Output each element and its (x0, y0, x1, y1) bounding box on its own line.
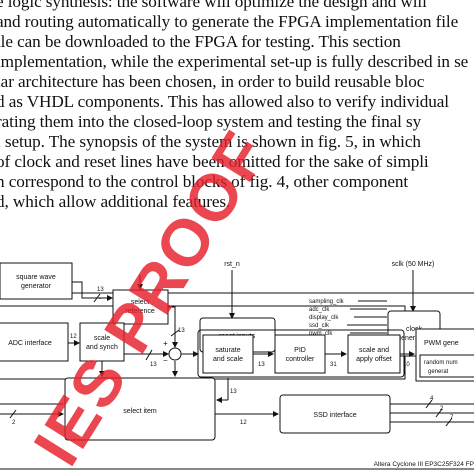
bus-width: 31 (330, 362, 337, 368)
pwm-label: PWM gene (424, 340, 459, 347)
scale-offset-label: apply offset (356, 356, 392, 363)
saturate-label: saturate (215, 347, 240, 354)
wire (168, 306, 178, 348)
bus-slash (145, 349, 153, 361)
scale-synch-label: scale (94, 335, 110, 342)
bus-slash (435, 408, 443, 418)
scale-synch-label: and synch (86, 344, 118, 351)
clock-generators-label: clock (406, 326, 422, 333)
ssd-interface-label: SSD interface (313, 412, 356, 419)
paragraph-line: of clock and reset lines have been omitt… (0, 152, 429, 171)
bus-width: 4 (430, 396, 434, 402)
bus-slash (170, 329, 180, 337)
saturate-and-scale-block (202, 334, 254, 374)
scale-offset-block (347, 334, 401, 374)
pid-label: controller (286, 356, 315, 363)
square-wave-label: square wave (16, 274, 56, 281)
bus-slash (9, 409, 17, 419)
rst-n-label: rst_n (224, 261, 240, 268)
signal-label: display_clk (309, 315, 339, 321)
bus-width: 13 (178, 328, 185, 334)
fpga-frame (0, 292, 474, 470)
paragraph-line: rating them into the closed-loop system … (0, 112, 422, 131)
square-wave-generator-block (0, 262, 73, 300)
bus-width: 10 (403, 362, 410, 368)
clock-signals: sampling_clk adc_clk display_clk ssd_clk… (309, 299, 387, 337)
select-reference-block (112, 289, 169, 325)
fpga-label: Altera Cyclone III EP3C25F324 FP (374, 461, 474, 468)
bus-width: 13 (258, 362, 265, 368)
signal-label: ssd_clk (309, 323, 330, 329)
signal-label: pwm_clk (309, 331, 333, 337)
select-item-block (64, 377, 216, 441)
minus-sign: − (163, 356, 168, 365)
select-reference-label: select (131, 299, 149, 306)
select-reference-label: reference (125, 308, 155, 315)
bus-slash (445, 417, 453, 427)
saturate-label: and scale (213, 356, 243, 363)
bus-width: 12 (240, 420, 247, 426)
plus-sign: + (163, 339, 168, 348)
signal-label: adc_clk (309, 307, 330, 313)
adc-interface-label: ADC interface (8, 340, 52, 347)
wire (72, 281, 101, 299)
scale-offset-label: scale and (359, 347, 389, 354)
summing-node (168, 347, 182, 361)
ssd-interface-block (279, 394, 391, 434)
clock-generators-label: generators (397, 335, 431, 342)
paragraph-line: e logic synthesis: the software will opt… (0, 0, 427, 11)
scale-and-synch-block (79, 322, 125, 362)
random-number-generator-block (419, 354, 474, 378)
random-label: random num (424, 360, 458, 366)
random-label: generat (428, 369, 449, 375)
bus-width: 13 (97, 287, 104, 293)
adc-interface-block (0, 322, 69, 362)
square-wave-label: generator (21, 283, 52, 290)
bus-slash (93, 293, 101, 303)
paragraph-line: implementation, while the experimental s… (0, 52, 469, 71)
paragraph-line: n correspond to the control blocks of fi… (0, 172, 409, 191)
paragraph-line: ile can be downloaded to the FPGA for te… (0, 32, 401, 51)
paragraph-line: and routing automatically to generate th… (0, 12, 459, 31)
select-item-label: select item (123, 408, 157, 415)
sclk-label: sclk (50 MHz) (392, 261, 435, 268)
signal-label: sampling_clk (309, 299, 345, 305)
paragraph-line: l setup. The synopsis of the system is s… (0, 132, 421, 151)
bus-width: 13 (150, 362, 157, 368)
pid-controller-block (274, 334, 326, 374)
paragraph-line: d, which allow additional features. (0, 192, 231, 211)
paragraph-line: lar architecture has been chosen, in ord… (0, 72, 425, 91)
paragraph-line: d as VHDL components. This has allowed a… (0, 92, 449, 111)
bus-slash (425, 399, 433, 409)
bus-width: 2 (12, 420, 16, 426)
bus-width: 13 (230, 389, 237, 395)
bus-width: 12 (70, 334, 77, 340)
pid-label: PID (294, 347, 306, 354)
